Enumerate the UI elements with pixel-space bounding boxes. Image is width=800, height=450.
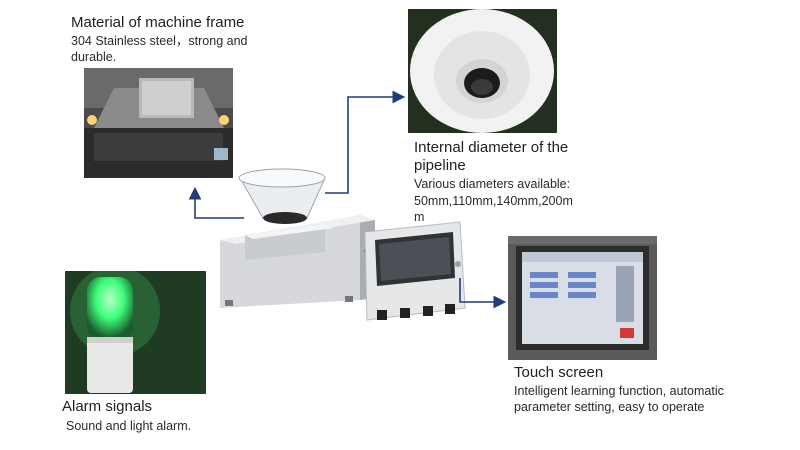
frame-desc-line2: durable. bbox=[71, 50, 117, 64]
pipeline-desc-line3: m bbox=[414, 210, 425, 224]
touch-title: Touch screen bbox=[514, 364, 604, 381]
pipeline-desc-line1: Various diameters available: bbox=[414, 177, 571, 191]
pipeline-photo bbox=[408, 9, 557, 133]
frame-desc-line1: 304 Stainless steel，strong and bbox=[71, 34, 248, 48]
frame-photo bbox=[84, 68, 233, 178]
arrow-pipeline bbox=[325, 90, 406, 194]
frame-title: Material of machine frame bbox=[71, 14, 245, 31]
alarm-light-photo bbox=[65, 271, 206, 394]
touchscreen-photo bbox=[508, 236, 657, 360]
pipeline-title-line1: Internal diameter of the bbox=[414, 139, 569, 156]
alarm-title: Alarm signals bbox=[62, 398, 153, 415]
arrow-touchscreen bbox=[459, 278, 507, 309]
alarm-desc: Sound and light alarm. bbox=[66, 419, 192, 433]
metal-detector-machine bbox=[215, 160, 475, 335]
arrow-frame bbox=[188, 186, 244, 219]
touch-desc-line1: Intelligent learning function, automatic bbox=[514, 384, 724, 398]
pipeline-title-line2: pipeline bbox=[414, 157, 466, 174]
pipeline-desc-line2: 50mm,110mm,140mm,200m bbox=[414, 194, 573, 208]
touch-desc-line2: parameter setting, easy to operate bbox=[514, 400, 705, 414]
